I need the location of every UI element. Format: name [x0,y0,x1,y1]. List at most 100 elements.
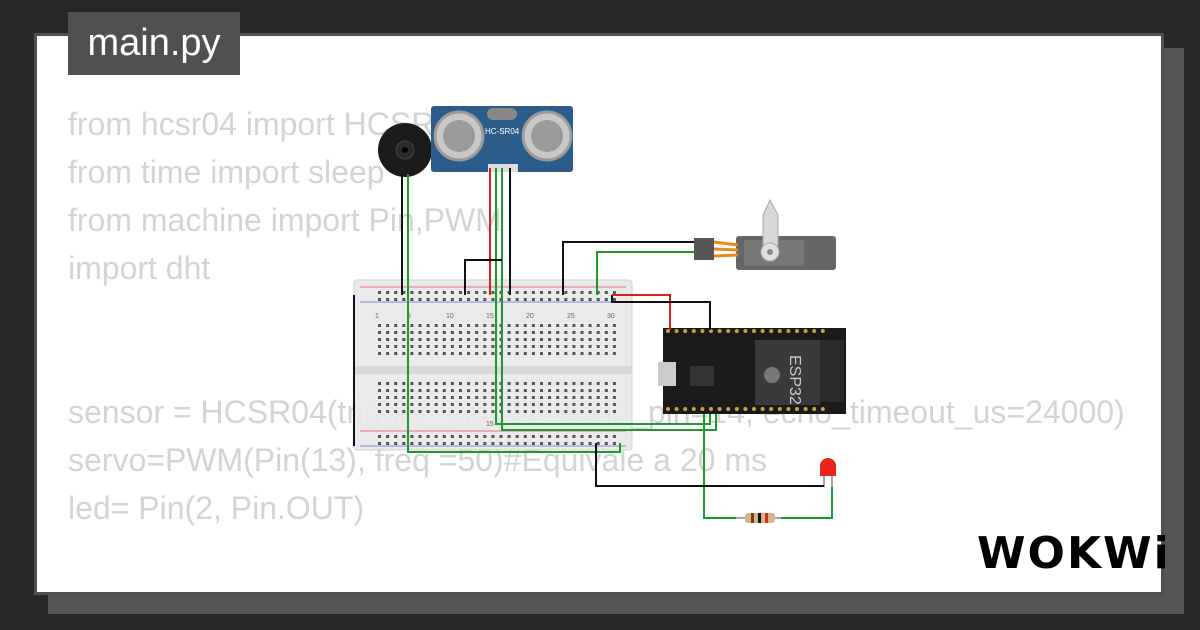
breadboard-hole [540,403,543,406]
esp32-pin [795,407,799,411]
code-line: import dht [68,250,211,286]
breadboard-hole [556,345,560,348]
breadboard-hole [612,331,616,334]
breadboard-hole [548,352,552,355]
esp32-label: ESP32 [786,355,803,405]
breadboard-hole [467,291,471,294]
breadboard-hole [426,345,430,348]
breadboard-hole [580,382,584,385]
breadboard-hole [426,324,430,327]
breadboard-hole [483,331,487,334]
breadboard-hole [434,331,438,334]
breadboard-hole [402,291,406,294]
breadboard-hole [572,389,576,392]
breadboard-hole [378,291,381,294]
breadboard-hole [378,410,381,413]
breadboard-hole [604,324,608,327]
breadboard-hole [604,410,608,413]
breadboard-hole [459,396,462,399]
breadboard-hole [410,382,414,385]
breadboard-hole [475,345,479,348]
esp32-pin [683,329,688,333]
breadboard-hole [556,389,560,392]
breadboard-hole [459,389,462,392]
esp32-board: ESP32 [658,328,846,414]
breadboard-hole [515,396,519,399]
breadboard-hole [604,396,608,399]
file-tab[interactable]: main.py [68,12,240,75]
breadboard-hole [386,345,390,348]
breadboard-hole [556,396,560,399]
breadboard-hole [596,352,600,355]
breadboard-hole [378,324,381,327]
breadboard-hole [459,382,462,385]
breadboard-hole [402,403,406,406]
breadboard-hole [531,442,535,445]
breadboard-hole [580,331,584,334]
breadboard-hole [540,352,543,355]
breadboard-hole [483,338,487,341]
breadboard-hole [531,345,535,348]
breadboard-hole [523,338,527,341]
breadboard-hole [378,403,381,406]
breadboard-hole [378,331,381,334]
breadboard-hole [418,324,422,327]
esp32-pin [666,407,670,411]
breadboard-hole [442,403,446,406]
esp32-pin [691,407,696,411]
breadboard-hole [507,382,511,385]
breadboard-hole [612,442,616,445]
breadboard-hole [523,291,527,294]
breadboard-hole [475,324,479,327]
breadboard-hole [507,403,511,406]
breadboard-col-25: 25 [567,313,575,320]
breadboard-hole [434,291,438,294]
breadboard-hole [483,396,487,399]
servo-motor [694,198,836,270]
breadboard-hole [402,345,406,348]
breadboard-hole [418,410,422,413]
breadboard-hole [410,298,414,301]
breadboard-hole [604,352,608,355]
breadboard-hole [418,345,422,348]
breadboard-hole [556,324,560,327]
code-line: led= Pin(2, Pin.OUT) [68,490,365,526]
breadboard-hole [507,324,511,327]
breadboard-hole [426,291,430,294]
breadboard-hole [475,352,479,355]
breadboard-hole [556,291,560,294]
breadboard-hole [604,435,608,438]
breadboard-hole [418,352,422,355]
breadboard-hole [596,403,600,406]
breadboard-hole [515,389,519,392]
esp32-pin [674,407,679,411]
breadboard-hole [475,403,479,406]
breadboard-hole [548,442,552,445]
breadboard-hole [483,410,487,413]
breadboard-hole [612,435,616,438]
breadboard-hole [378,389,381,392]
breadboard-hole [564,324,568,327]
breadboard-hole [402,382,406,385]
breadboard-hole [531,389,535,392]
breadboard-hole [467,389,471,392]
breadboard-hole [434,298,438,301]
breadboard-col-30: 30 [607,313,615,320]
esp32-pin [683,407,688,411]
breadboard-hole [386,403,390,406]
breadboard-hole [548,382,552,385]
breadboard-hole [596,382,600,385]
buzzer [378,123,432,177]
breadboard-hole [531,396,535,399]
breadboard-hole [548,338,552,341]
breadboard-hole [410,291,414,294]
esp32-pin [743,407,748,411]
breadboard-hole [491,403,495,406]
breadboard-hole [426,442,430,445]
breadboard-hole [491,345,495,348]
breadboard-hole [523,403,527,406]
breadboard-hole [531,410,535,413]
breadboard-hole [580,389,584,392]
breadboard-hole [588,352,592,355]
breadboard-hole [507,396,511,399]
